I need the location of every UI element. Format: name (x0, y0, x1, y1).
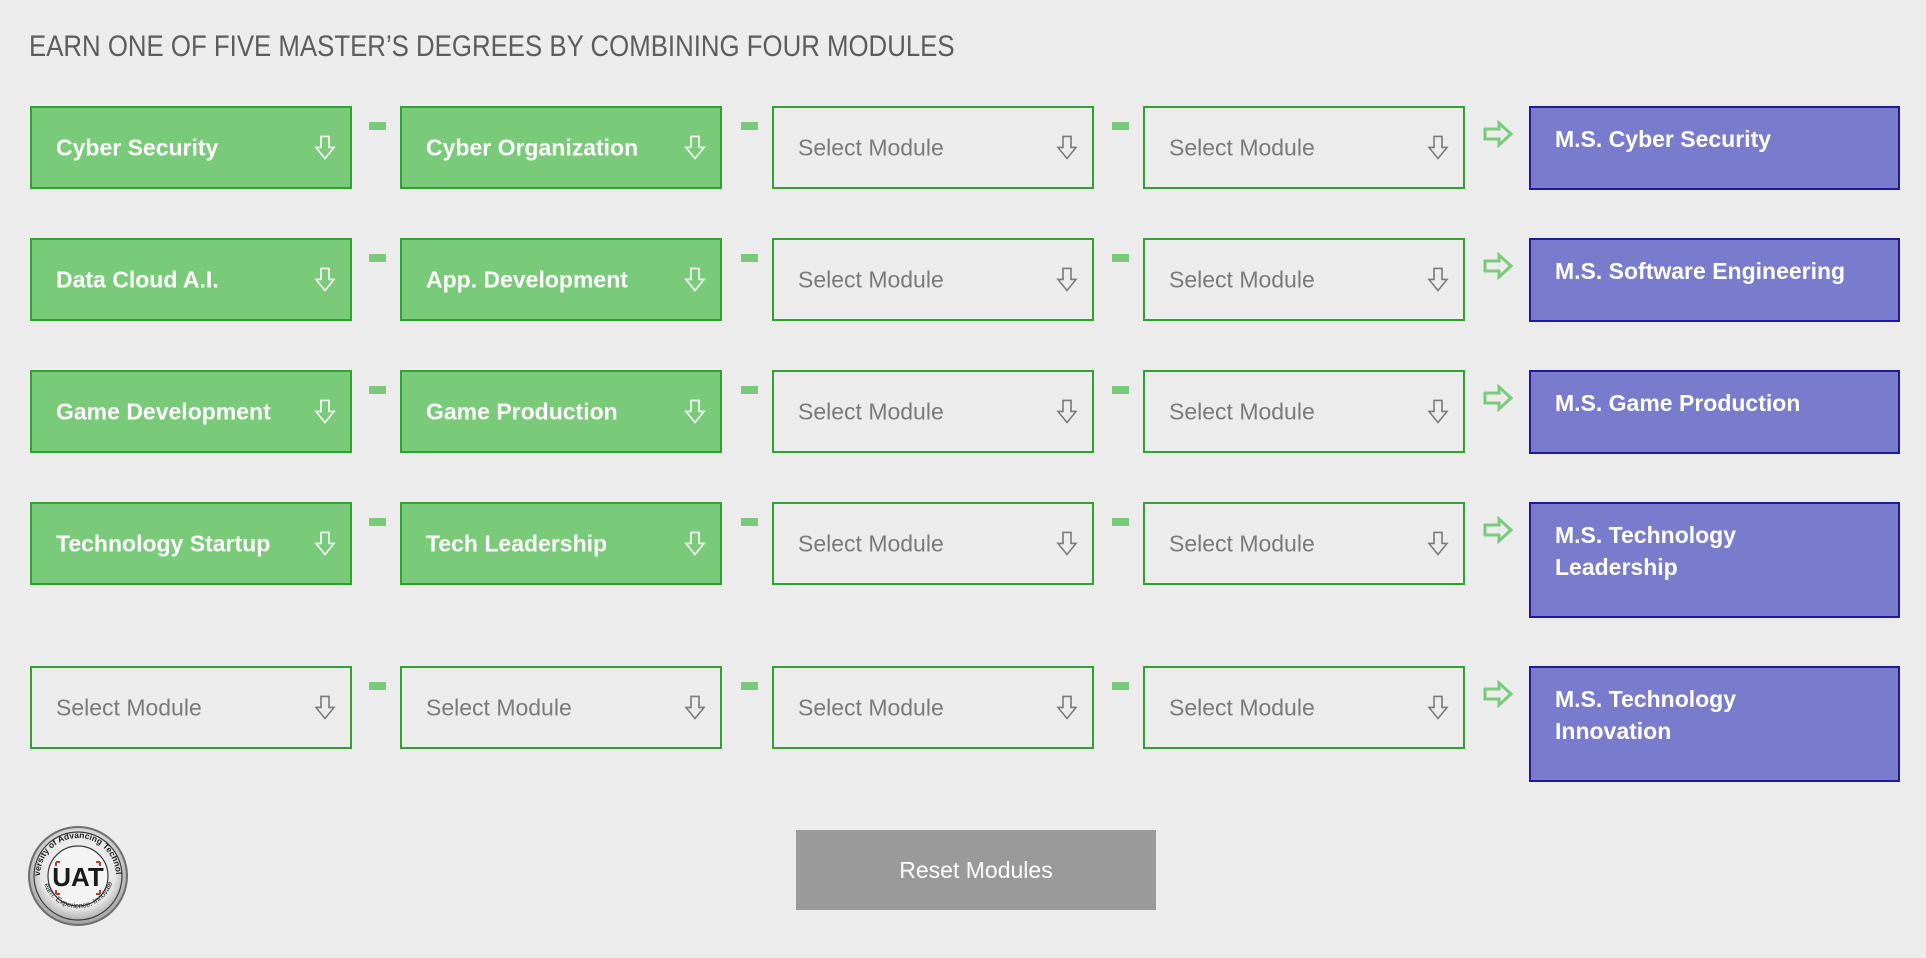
arrow-down-icon (314, 531, 336, 556)
module-label: Select Module (798, 530, 944, 556)
module-select[interactable]: Technology Startup (30, 502, 352, 585)
arrow-down-icon (1056, 695, 1078, 720)
arrow-down-icon (1427, 399, 1449, 424)
module-select[interactable]: Select Module (1143, 666, 1465, 749)
degree-line-2: Innovation (1555, 718, 1672, 744)
module-select[interactable]: Select Module (1143, 502, 1465, 585)
arrow-down-icon (314, 267, 336, 292)
module-select[interactable]: Select Module (1143, 238, 1465, 321)
degree-line-1: M.S. Cyber Security (1555, 126, 1772, 152)
module-label: App. Development (426, 266, 628, 292)
arrow-down-icon (684, 399, 706, 424)
module-select[interactable]: Select Module (772, 666, 1094, 749)
degree-line-1: M.S. Technology (1555, 686, 1737, 712)
module-select[interactable]: Data Cloud A.I. (30, 238, 352, 321)
module-label: Select Module (56, 694, 202, 720)
dash-separator (369, 682, 386, 690)
module-select[interactable]: Cyber Security (30, 106, 352, 189)
module-label: Select Module (1169, 530, 1315, 556)
dash-separator (741, 122, 758, 130)
dash-separator (741, 386, 758, 394)
module-select[interactable]: App. Development (400, 238, 722, 321)
module-select[interactable]: Select Module (772, 238, 1094, 321)
page-title: EARN ONE OF FIVE MASTER’S DEGREES BY COM… (29, 30, 955, 63)
arrow-right-icon (1483, 252, 1513, 280)
degree-result: M.S. Technology Innovation (1529, 666, 1900, 782)
module-label: Select Module (1169, 134, 1315, 160)
dash-separator (1112, 122, 1129, 130)
arrow-right-icon (1483, 384, 1513, 412)
dash-separator (369, 254, 386, 262)
module-select[interactable]: Select Module (772, 106, 1094, 189)
module-select[interactable]: Game Development (30, 370, 352, 453)
arrow-right-icon (1483, 120, 1513, 148)
arrow-down-icon (1427, 695, 1449, 720)
module-select[interactable]: Tech Leadership (400, 502, 722, 585)
arrow-down-icon (314, 695, 336, 720)
arrow-right-icon (1483, 680, 1513, 708)
module-label: Game Development (56, 398, 271, 424)
logo-monogram: UAT (52, 862, 104, 892)
arrow-down-icon (1056, 267, 1078, 292)
dash-separator (1112, 386, 1129, 394)
arrow-down-icon (684, 267, 706, 292)
degree-result: M.S. Game Production (1529, 370, 1900, 454)
module-label: Select Module (1169, 398, 1315, 424)
module-label: Cyber Organization (426, 134, 639, 160)
module-label: Select Module (798, 134, 944, 160)
module-label: Cyber Security (56, 134, 219, 160)
reset-modules-button[interactable]: Reset Modules (796, 830, 1156, 910)
dash-separator (1112, 682, 1129, 690)
module-select[interactable]: Select Module (400, 666, 722, 749)
dash-separator (1112, 518, 1129, 526)
module-label: Tech Leadership (426, 530, 608, 556)
dash-separator (369, 386, 386, 394)
module-label: Select Module (1169, 694, 1315, 720)
module-label: Select Module (1169, 266, 1315, 292)
arrow-down-icon (1427, 267, 1449, 292)
module-label: Select Module (798, 694, 944, 720)
arrow-down-icon (1056, 531, 1078, 556)
dash-separator (1112, 254, 1129, 262)
module-select[interactable]: Cyber Organization (400, 106, 722, 189)
arrow-down-icon (684, 135, 706, 160)
degree-line-1: M.S. Software Engineering (1555, 258, 1846, 284)
degree-result: M.S. Software Engineering (1529, 238, 1900, 322)
module-label: Select Module (798, 266, 944, 292)
module-select[interactable]: Select Module (1143, 370, 1465, 453)
uat-seal-logo-icon: University of Advancing Technology Learn… (26, 824, 128, 926)
arrow-down-icon (1427, 531, 1449, 556)
module-label: Select Module (426, 694, 572, 720)
module-select[interactable]: Select Module (30, 666, 352, 749)
arrow-down-icon (314, 399, 336, 424)
arrow-down-icon (684, 695, 706, 720)
module-select[interactable]: Select Module (1143, 106, 1465, 189)
dash-separator (369, 518, 386, 526)
module-label: Data Cloud A.I. (56, 266, 219, 292)
arrow-down-icon (684, 531, 706, 556)
arrow-right-icon (1483, 516, 1513, 544)
arrow-down-icon (1056, 135, 1078, 160)
dash-separator (741, 254, 758, 262)
module-label: Game Production (426, 398, 618, 424)
degree-line-1: M.S. Technology (1555, 522, 1737, 548)
dash-separator (741, 682, 758, 690)
degree-line-1: M.S. Game Production (1555, 390, 1801, 416)
dash-separator (741, 518, 758, 526)
arrow-down-icon (1056, 399, 1078, 424)
module-select[interactable]: Select Module (772, 502, 1094, 585)
module-select[interactable]: Game Production (400, 370, 722, 453)
degree-result: M.S. Technology Leadership (1529, 502, 1900, 618)
arrow-down-icon (314, 135, 336, 160)
module-label: Select Module (798, 398, 944, 424)
arrow-down-icon (1427, 135, 1449, 160)
module-select[interactable]: Select Module (772, 370, 1094, 453)
degree-line-2: Leadership (1555, 554, 1678, 580)
dash-separator (369, 122, 386, 130)
degree-result: M.S. Cyber Security (1529, 106, 1900, 190)
module-label: Technology Startup (56, 530, 271, 556)
